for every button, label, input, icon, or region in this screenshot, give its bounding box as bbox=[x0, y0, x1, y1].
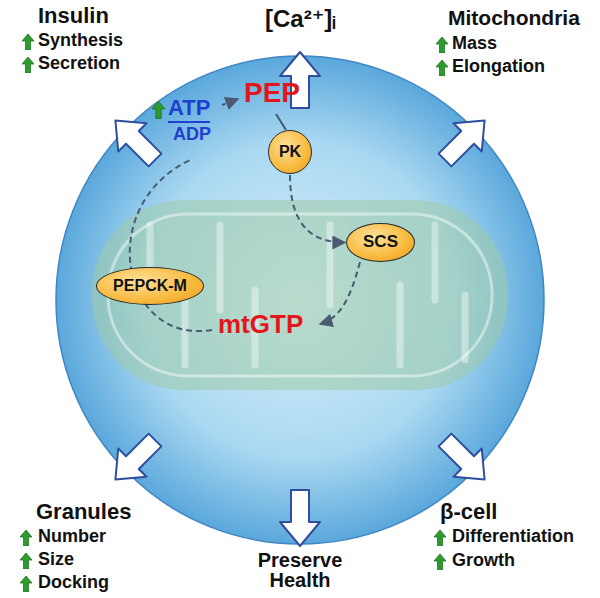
node-text: PEPCK-M bbox=[113, 277, 187, 295]
text-label: β-cell bbox=[440, 500, 497, 524]
text-label: Elongation bbox=[452, 57, 545, 77]
text-label: ADP bbox=[173, 125, 211, 145]
text-label: PEP bbox=[244, 78, 300, 109]
text-label: Preserve Health bbox=[250, 550, 350, 590]
text-label: mtGTP bbox=[218, 310, 303, 339]
pathway-arrow bbox=[290, 175, 345, 243]
node-text: PK bbox=[279, 143, 301, 161]
text-label: Growth bbox=[452, 551, 515, 571]
text-label: Size bbox=[38, 550, 74, 570]
mitochondrion bbox=[92, 200, 508, 390]
text-label: Number bbox=[38, 527, 106, 547]
text-label: Insulin bbox=[38, 4, 109, 28]
text-label: Differentiation bbox=[452, 527, 574, 547]
increase-arrows bbox=[20, 34, 448, 592]
text-label: Mass bbox=[452, 34, 497, 54]
text-label: Granules bbox=[36, 500, 131, 524]
node-text: SCS bbox=[363, 233, 398, 252]
text-label: Secretion bbox=[38, 54, 120, 74]
enzyme-ellipse: SCS bbox=[346, 223, 415, 262]
text-label: [Ca²⁺]ᵢ bbox=[265, 6, 336, 32]
cell-body bbox=[56, 56, 544, 544]
text-label: Synthesis bbox=[38, 31, 123, 51]
enzyme-ellipse: PEPCK-M bbox=[96, 267, 204, 305]
text-label: Docking bbox=[38, 573, 109, 593]
enzyme-circle: PK bbox=[268, 130, 312, 174]
text-label: Mitochondria bbox=[448, 6, 580, 29]
text-label: ATP bbox=[168, 96, 210, 123]
